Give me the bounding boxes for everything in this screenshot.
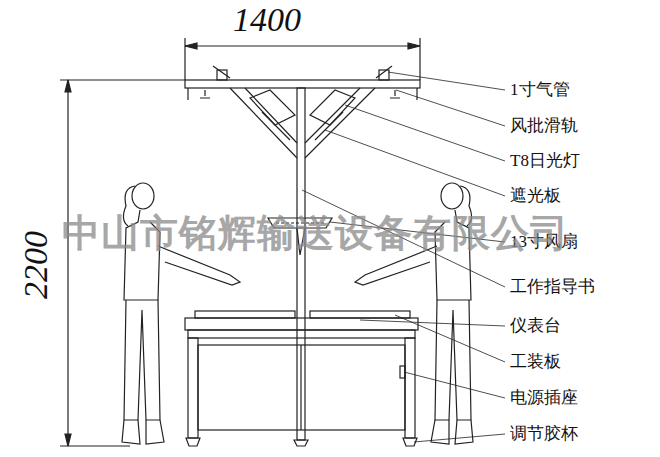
center-post [297,88,305,440]
callout-label: T8日光灯 [510,151,580,171]
t8-lamp [310,90,355,125]
dimension-line [185,45,420,46]
table-leg [188,338,198,438]
rail-end [187,88,188,100]
extension-line [60,445,130,446]
air-pipe [213,66,230,78]
extension-line [60,79,185,80]
arrow-head [65,80,71,92]
callout-label: 仪表台 [510,316,561,336]
adjust-foot [186,438,417,446]
table-leg [405,338,415,438]
callout-label: 风批滑轨 [510,116,578,136]
tabletop [185,318,418,330]
t8-lamp [250,90,295,125]
fixture-board [310,311,410,318]
arrow-head [65,434,71,446]
callout-label: 1寸气管 [510,80,570,100]
extension-line [419,38,420,80]
callout-label: 工装板 [510,352,561,372]
callout-label: 电源插座 [510,388,578,408]
arrow-head [185,43,197,49]
callout-label: 工作指导书 [510,277,595,297]
callout-label: 遮光板 [510,186,561,206]
callout-label: 调节胶杯 [510,424,578,444]
rail-end [416,88,417,100]
top-rail [185,80,420,88]
table-rail [188,330,415,338]
dimension-line [67,80,68,446]
arrow-head [408,43,420,49]
fixture-board [195,311,295,318]
leader-lines [302,72,505,442]
brace [230,88,375,158]
watermark: 中山市铭辉输送设备有限公司 [62,208,569,259]
cabinet-panel [198,345,405,430]
light-shield [262,112,343,140]
extension-line [184,38,185,80]
dimension-text: 1400 [233,2,301,38]
screwdriver-slider [200,90,400,98]
dimension-text: 2200 [18,231,54,299]
cabinet-split [300,345,301,430]
